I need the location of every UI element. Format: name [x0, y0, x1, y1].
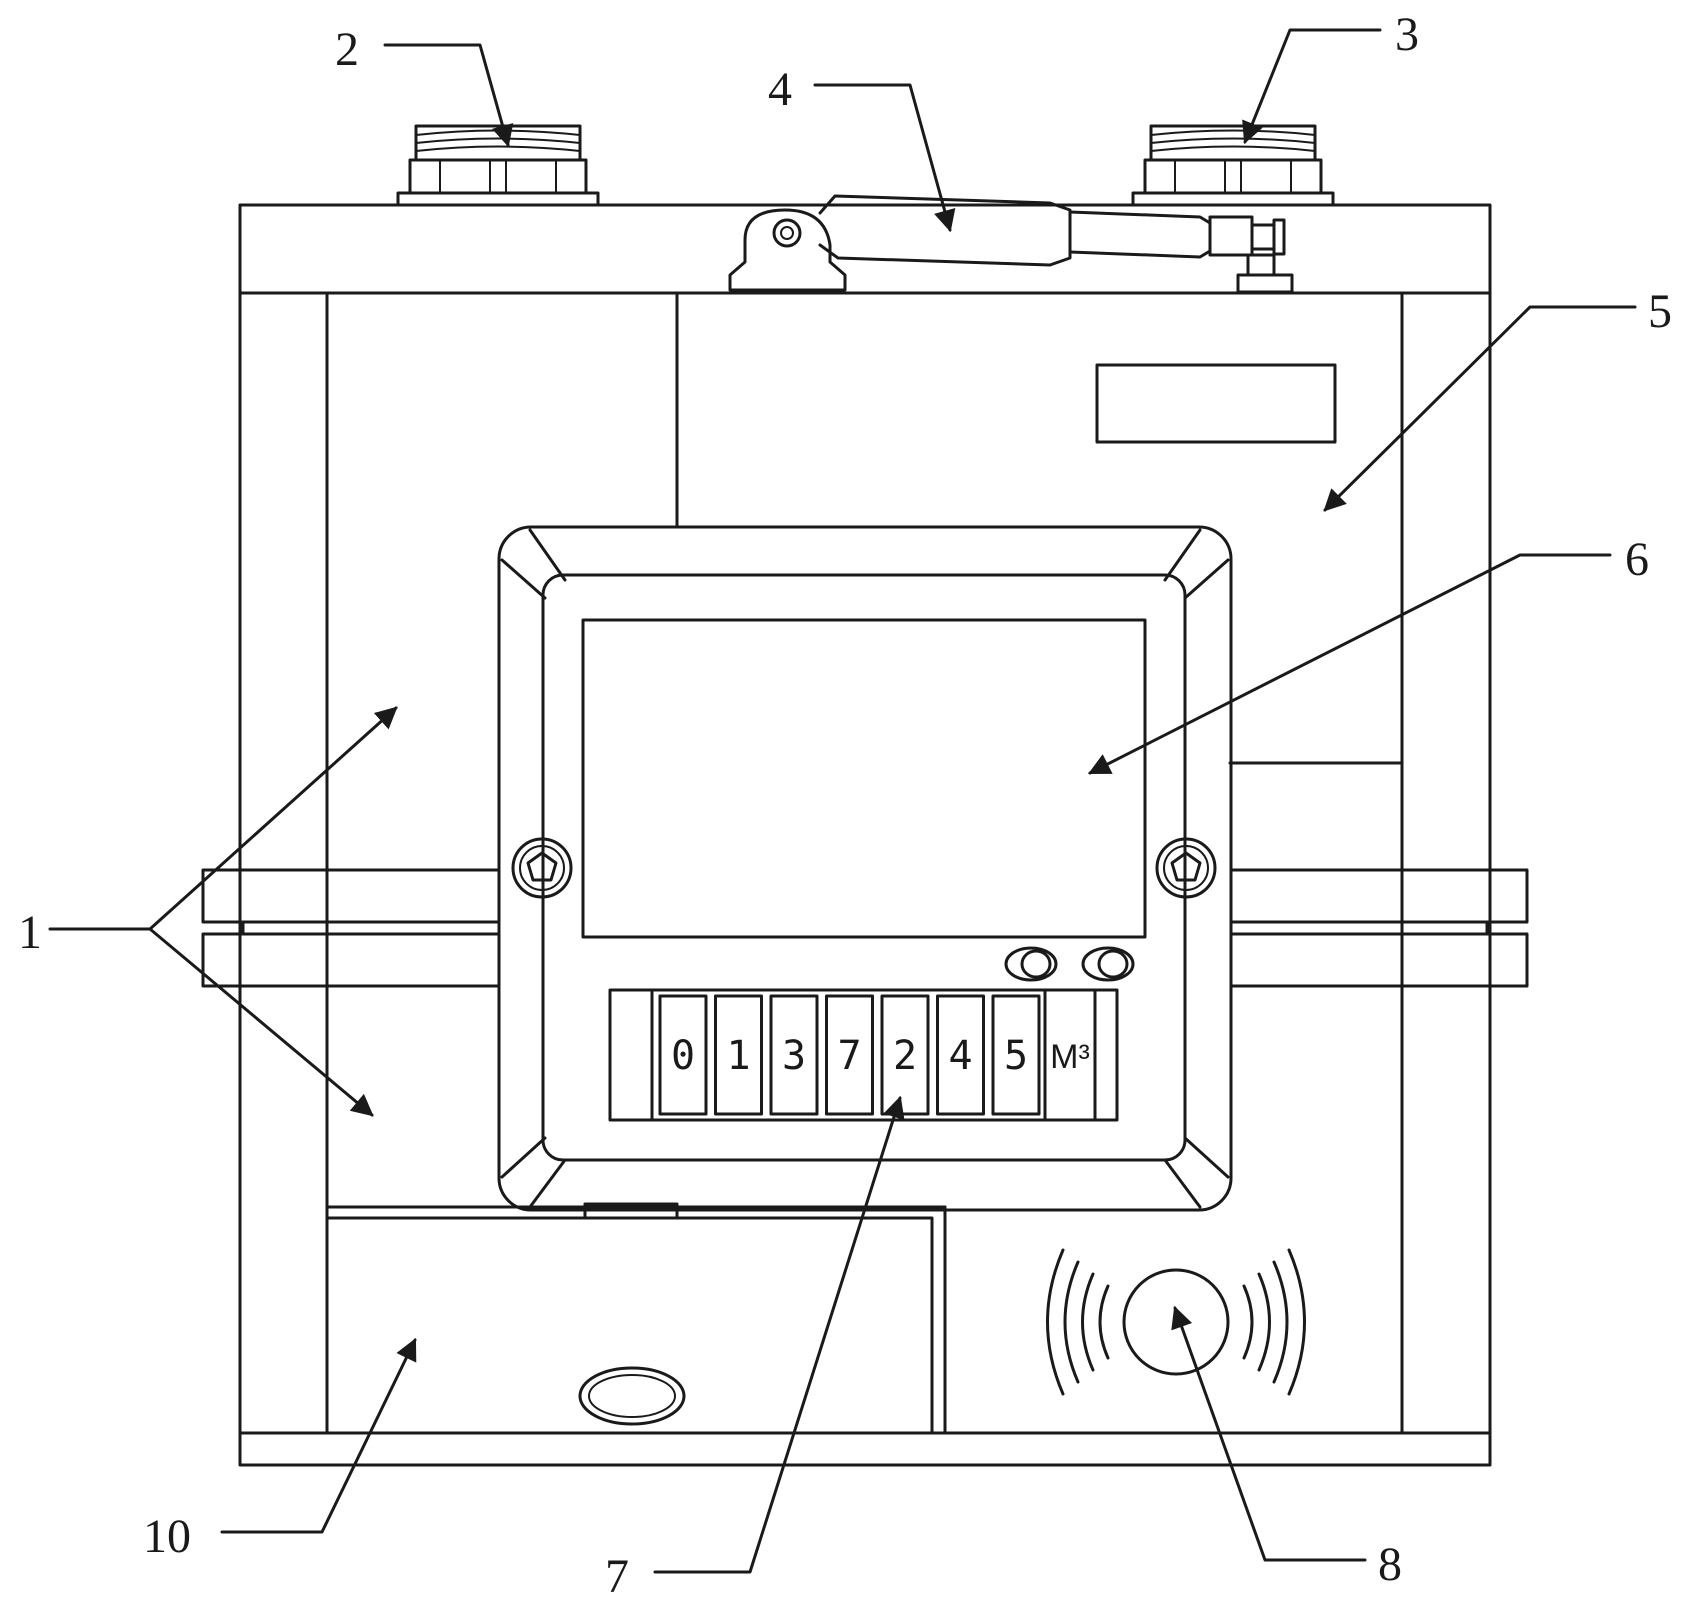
- label-7: 7: [605, 1550, 629, 1603]
- label-3: 3: [1395, 8, 1419, 61]
- counter-digit: 2: [893, 1033, 917, 1079]
- label-4: 4: [768, 63, 792, 116]
- counter-digit: 7: [837, 1033, 861, 1079]
- counter-digit: 5: [1004, 1033, 1028, 1079]
- indicator-light-left: [1006, 948, 1056, 980]
- outlet-connector: [1133, 126, 1333, 205]
- valve-actuator: [730, 196, 1292, 292]
- inlet-connector: [398, 126, 598, 205]
- label-8: 8: [1378, 1538, 1402, 1591]
- mounting-strap-lower: [203, 922, 1527, 986]
- mechanical-counter: 0137245 M³: [610, 990, 1117, 1120]
- meter-housing: [240, 205, 1490, 1465]
- counter-digit: 4: [948, 1033, 972, 1079]
- mounting-strap-upper: [203, 870, 1527, 922]
- counter-digit: 1: [726, 1033, 750, 1079]
- nameplate: [1097, 365, 1335, 442]
- counter-digit: 0: [671, 1033, 695, 1079]
- battery-cover: [327, 1204, 932, 1433]
- indicator-light-right: [1083, 948, 1133, 980]
- leader-lines: [50, 30, 1635, 1572]
- label-5: 5: [1648, 285, 1672, 338]
- label-2: 2: [335, 23, 359, 76]
- counter-digit: 3: [782, 1033, 806, 1079]
- label-6: 6: [1625, 533, 1649, 586]
- label-1: 1: [18, 906, 42, 959]
- label-10: 10: [143, 1510, 191, 1563]
- counter-unit: M³: [1050, 1038, 1090, 1076]
- lcd-screen: [583, 620, 1145, 937]
- rf-sensor: [1048, 1250, 1305, 1394]
